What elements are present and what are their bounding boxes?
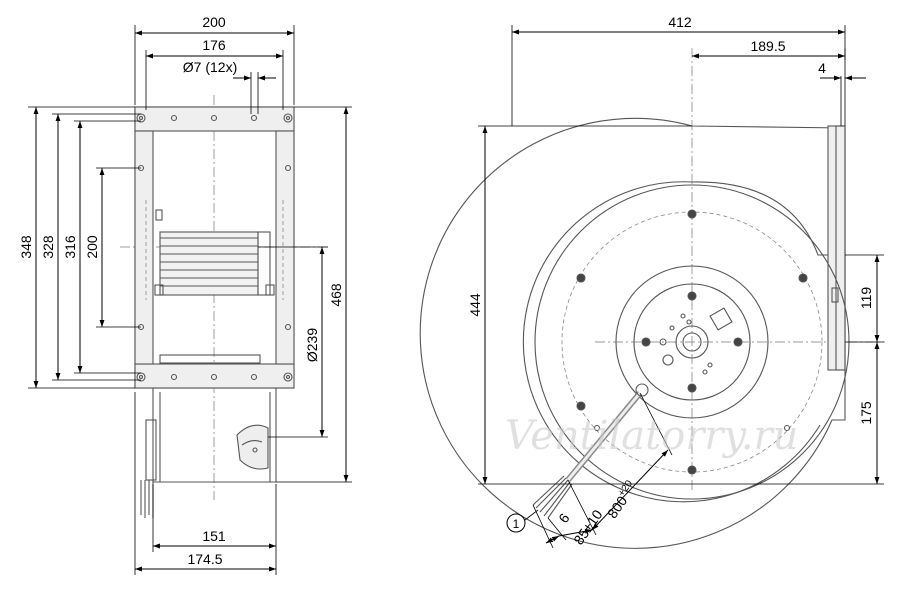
dim-175-height: 175 — [858, 401, 874, 425]
watermark: Ventilatorry.ru — [505, 413, 798, 459]
dim-200-width: 200 — [202, 14, 226, 30]
dim-119-height: 119 — [858, 287, 874, 310]
dim-189-5-width: 189.5 — [750, 38, 785, 54]
scroll-housing — [419, 117, 846, 549]
dim-176-width: 176 — [202, 37, 226, 53]
cable-side — [532, 383, 649, 519]
dim-328-height: 328 — [40, 235, 56, 259]
dim-cable-6: 6 — [555, 510, 573, 526]
dim-468-height: 468 — [328, 283, 344, 307]
dim-444-height: 444 — [467, 293, 483, 317]
front-view: 200 176 Ø7 (12x) 348 328 316 200 468 — [18, 14, 352, 575]
dim-cable-800: 800+20 — [603, 478, 640, 521]
dim-holes: Ø7 (12x) — [183, 59, 237, 75]
dim-4-width: 4 — [818, 60, 826, 76]
dim-151-width: 151 — [202, 528, 226, 544]
callout-1-label: 1 — [513, 517, 520, 531]
dim-239-diameter: Ø239 — [304, 328, 320, 362]
bolt-circle — [576, 209, 808, 475]
callout-1 — [506, 513, 526, 533]
dim-cable-85: 85±10 — [570, 506, 606, 547]
side-view: 412 189.5 4 444 119 175 6 85±10 800+20 — [419, 14, 885, 549]
dim-174-5-width: 174.5 — [187, 551, 222, 567]
impeller-front — [154, 209, 275, 364]
motor-hub — [641, 291, 743, 393]
dim-200-height: 200 — [84, 235, 100, 259]
dim-316-height: 316 — [62, 235, 78, 259]
dim-412-width: 412 — [668, 14, 692, 30]
dim-348-height: 348 — [18, 235, 34, 259]
